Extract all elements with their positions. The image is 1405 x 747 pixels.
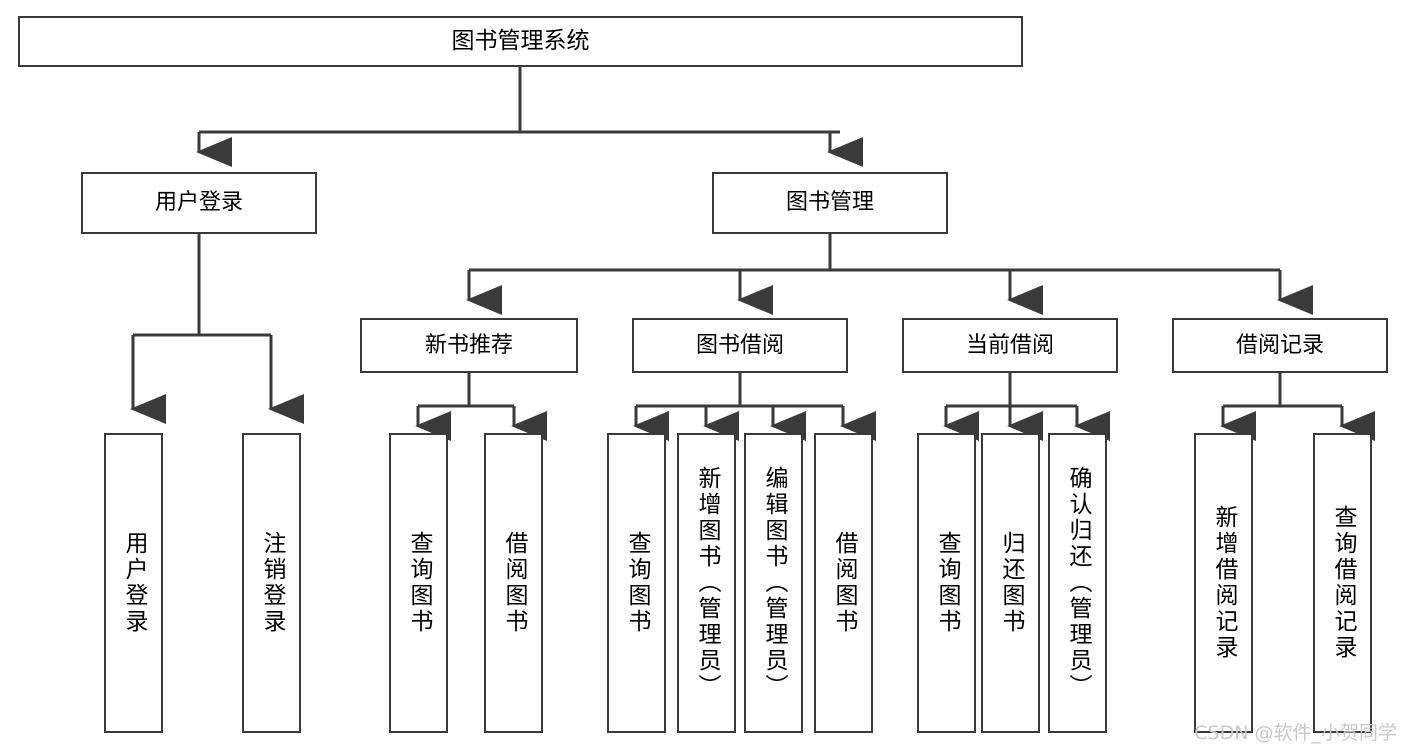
leaf-borrow-record-query[interactable]: 查询借阅记录 [1313,433,1372,733]
leaf-user-login-logout[interactable]: 注销登录 [242,433,301,733]
node-label: 图书管理系统 [451,27,590,54]
leaf-new-book-borrow[interactable]: 借阅图书 [484,433,543,733]
node-label: 新书推荐 [424,332,513,358]
node-label: 图书管理 [785,190,874,216]
leaf-current-borrow-return[interactable]: 归还图书 [981,433,1040,733]
node-label: 查询图书 [624,531,650,635]
leaf-borrow-record-add[interactable]: 新增借阅记录 [1194,433,1253,733]
leaf-book-borrow-query[interactable]: 查询图书 [607,433,666,733]
node-label: 借阅图书 [831,531,857,635]
leaf-book-borrow-add[interactable]: 新增图书（管理员） [677,433,736,733]
leaf-book-borrow-borrow[interactable]: 借阅图书 [814,433,873,733]
node-label: 用户登录 [121,531,147,635]
node-label: 编辑图书（管理员） [761,466,787,700]
node-label: 用户登录 [154,190,243,216]
node-label: 借阅图书 [501,531,527,635]
leaf-new-book-query[interactable]: 查询图书 [389,433,448,733]
node-label: 查询图书 [934,531,960,635]
leaf-book-borrow-edit[interactable]: 编辑图书（管理员） [744,433,803,733]
node-new-book-recommend[interactable]: 新书推荐 [360,318,578,373]
node-label: 查询图书 [406,531,432,635]
node-book-management[interactable]: 图书管理 [712,172,948,234]
node-current-borrow[interactable]: 当前借阅 [902,318,1118,373]
node-label: 借阅记录 [1235,332,1324,358]
node-label: 归还图书 [998,531,1024,635]
node-user-login[interactable]: 用户登录 [81,172,317,234]
leaf-user-login-login[interactable]: 用户登录 [104,433,163,733]
node-label: 注销登录 [259,531,285,635]
node-label: 查询借阅记录 [1330,505,1356,661]
leaf-current-borrow-query[interactable]: 查询图书 [917,433,976,733]
node-label: 新增借阅记录 [1211,505,1237,661]
node-label: 新增图书（管理员） [694,466,720,700]
node-borrow-record[interactable]: 借阅记录 [1172,318,1388,373]
node-root-system[interactable]: 图书管理系统 [18,16,1023,67]
node-book-borrow[interactable]: 图书借阅 [632,318,848,373]
node-label: 图书借阅 [695,332,784,358]
node-label: 确认归还（管理员） [1065,466,1091,700]
watermark: CSDN @软件_小贺同学 [1194,722,1397,744]
leaf-current-borrow-confirm[interactable]: 确认归还（管理员） [1048,433,1107,733]
node-label: 当前借阅 [965,332,1054,358]
